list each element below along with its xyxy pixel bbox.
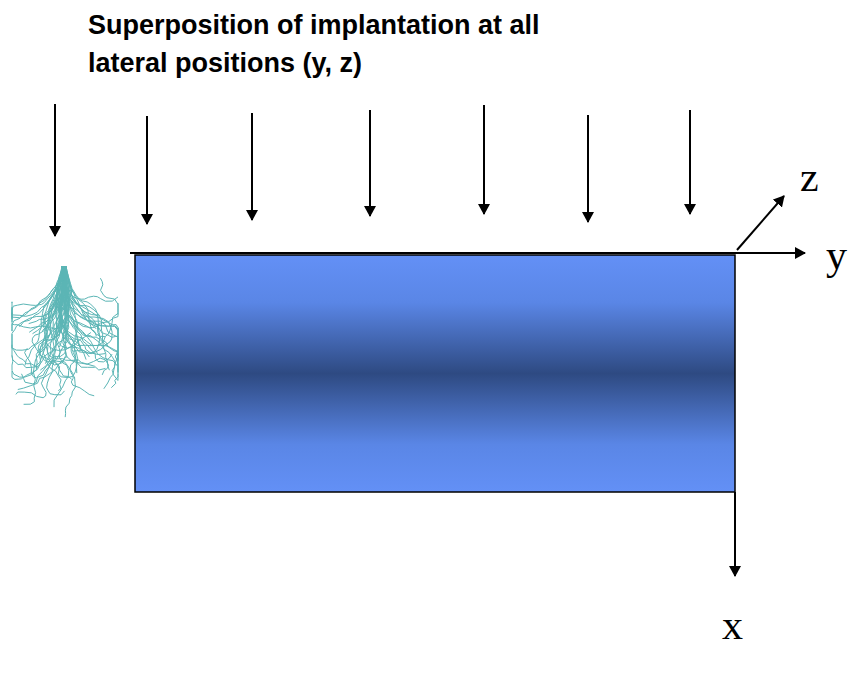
ion-beam-arrows [55,104,690,236]
axes [130,196,805,576]
axis-label: z [800,156,819,198]
axis-label: x [722,604,743,646]
ion-trajectory [25,266,64,365]
ion-trajectory [65,266,118,389]
ion-trajectory [66,266,110,370]
ion-trajectory [32,266,67,365]
ion-trajectory [12,266,66,379]
ion-trajectory [62,266,118,301]
ion-trajectories [12,266,118,417]
axis-label: y [826,234,847,276]
ion-trajectory [65,266,105,337]
ion-trajectory [61,266,118,373]
trajectory-ground [8,262,122,434]
diagram-title: Superposition of implantation at all lat… [88,6,558,82]
substrate-band [135,255,735,492]
ion-trajectory [45,266,64,327]
ion-trajectory [12,266,69,368]
ion-trajectory [63,266,113,362]
ion-trajectory [12,266,65,377]
ion-trajectory [63,266,112,353]
ion-trajectory [63,266,118,369]
ion-trajectory [61,266,118,346]
